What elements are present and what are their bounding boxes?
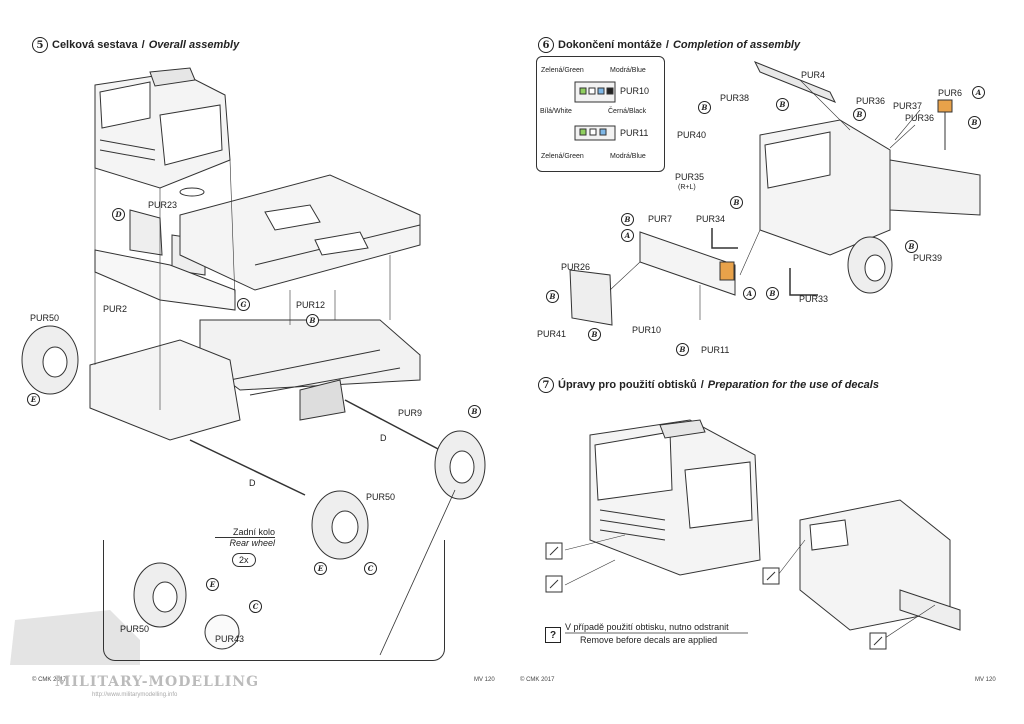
legend-pur10: PUR10 xyxy=(620,86,650,96)
decal-bumper-illustration xyxy=(799,499,961,631)
wheel-pur50-rear xyxy=(311,490,369,560)
glue-mark-b-11: B xyxy=(546,290,559,303)
label-pur35: PUR35 xyxy=(675,172,705,182)
label-pur37: PUR37 xyxy=(893,101,923,111)
footer-left-copyright: © CMK 2017 xyxy=(32,677,67,683)
glue-mark-b-10: B xyxy=(766,287,779,300)
label-pur26: PUR26 xyxy=(561,262,591,272)
rear-wheel-cz: Zadní kolo xyxy=(232,527,275,537)
glue-mark-c-1: C xyxy=(364,562,377,575)
legend-blue-2: Modrá/Blue xyxy=(610,153,646,160)
light-color-legend xyxy=(536,56,665,172)
label-pur10: PUR10 xyxy=(632,325,662,335)
section6-title-cz: Dokončení montáže xyxy=(558,39,662,51)
label-pur23: PUR23 xyxy=(148,200,178,210)
label-pur12: PUR12 xyxy=(296,300,326,310)
rear-wheel-inset xyxy=(103,540,445,661)
label-pur9: PUR9 xyxy=(398,408,423,418)
legend-black: Černá/Black xyxy=(608,108,647,115)
glue-mark-b-1: B xyxy=(306,314,319,327)
rear-wheel-en: Rear wheel xyxy=(215,537,275,548)
label-pur50-a: PUR50 xyxy=(30,313,60,323)
truck-illustration xyxy=(759,119,981,294)
wheel-pur50-front-right xyxy=(434,430,486,500)
section7-title-cz: Úpravy pro použití obtisků xyxy=(558,379,697,391)
legend-white: Bílá/White xyxy=(540,108,572,115)
glue-mark-e-3: E xyxy=(206,578,219,591)
label-pur4: PUR4 xyxy=(801,70,826,80)
legend-blue-1: Modrá/Blue xyxy=(610,67,646,74)
watermark-url: http://www.militarymodelling.info xyxy=(92,692,178,698)
label-pur34: PUR34 xyxy=(696,214,726,224)
label-pur41: PUR41 xyxy=(537,329,567,339)
label-pur38: PUR38 xyxy=(720,93,750,103)
label-pur36-a: PUR36 xyxy=(856,96,886,106)
section7-title-en: Preparation for the use of decals xyxy=(707,379,879,391)
section5-title-cz: Celková sestava xyxy=(52,39,138,51)
label-pur50-b: PUR50 xyxy=(366,492,396,502)
glue-mark-b-7: B xyxy=(730,196,743,209)
label-r-l: (R+L) xyxy=(678,184,696,191)
note-question-icon: ? xyxy=(545,627,561,643)
legend-pur11: PUR11 xyxy=(620,128,649,138)
footer-right-page: MV 120 xyxy=(975,677,996,683)
label-pur33: PUR33 xyxy=(799,294,829,304)
pur4-bar xyxy=(753,61,837,103)
glue-mark-a-2: A xyxy=(621,229,634,242)
label-pur39: PUR39 xyxy=(913,253,943,263)
section7-title: 7 Úpravy pro použití obtisků / Preparati… xyxy=(538,377,879,393)
wheel-pur50-left xyxy=(21,325,79,395)
label-d-1: D xyxy=(380,433,387,443)
wheel-rear-detail xyxy=(133,562,240,650)
note-text-cz: V případě použití obtisku, nutno odstran… xyxy=(565,622,729,632)
beacon-pur6 xyxy=(937,99,953,113)
glue-mark-b-2: B xyxy=(468,405,481,418)
glue-mark-g: G xyxy=(237,298,250,311)
steering-wheel xyxy=(179,187,205,197)
glue-mark-b-6: B xyxy=(968,116,981,129)
glue-mark-b-9: B xyxy=(905,240,918,253)
label-d-2: D xyxy=(249,478,256,488)
rear-wheel-caption: Zadní kolo Rear wheel xyxy=(215,527,275,548)
glue-mark-e-1: E xyxy=(27,393,40,406)
glue-mark-b-5: B xyxy=(853,108,866,121)
label-pur2: PUR2 xyxy=(103,304,128,314)
decal-cab-illustration xyxy=(589,419,761,576)
label-pur6: PUR6 xyxy=(938,88,963,98)
section6-title-en: Completion of assembly xyxy=(672,39,801,51)
cargo-bed-illustration xyxy=(179,174,421,291)
section5-number: 5 xyxy=(32,37,48,53)
chassis-illustration xyxy=(199,319,421,421)
legend-green-2: Zelená/Green xyxy=(541,153,584,160)
glue-mark-a-3: A xyxy=(743,287,756,300)
glue-mark-b-13: B xyxy=(676,343,689,356)
label-pur36-b: PUR36 xyxy=(905,113,935,123)
footer-left-page: MV 120 xyxy=(474,677,495,683)
glue-mark-b-12: B xyxy=(588,328,601,341)
section6-title: 6 Dokončení montáže / Completion of asse… xyxy=(538,37,800,53)
section6-number: 6 xyxy=(538,37,554,53)
label-pur43: PUR43 xyxy=(215,634,245,644)
glue-mark-c-2: C xyxy=(249,600,262,613)
glue-mark-b-4: B xyxy=(776,98,789,111)
section5-title-en: Overall assembly xyxy=(148,39,240,51)
section5-title: 5 Celková sestava / Overall assembly xyxy=(32,37,239,53)
glue-mark-d: D xyxy=(112,208,125,221)
section7-number: 7 xyxy=(538,377,554,393)
note-text-en: Remove before decals are applied xyxy=(580,635,718,645)
glue-mark-e-2: E xyxy=(314,562,327,575)
label-pur7: PUR7 xyxy=(648,214,673,224)
cab-illustration xyxy=(94,67,231,189)
glue-mark-a-1: A xyxy=(972,86,985,99)
watermark-logo: MILITARY-MODELLING xyxy=(55,674,260,690)
glue-mark-b-3: B xyxy=(698,101,711,114)
label-pur50-c: PUR50 xyxy=(120,624,150,634)
label-pur11: PUR11 xyxy=(701,345,730,355)
glue-mark-b-8: B xyxy=(621,213,634,226)
label-pur40: PUR40 xyxy=(677,130,707,140)
legend-green-1: Zelená/Green xyxy=(541,67,584,74)
footer-right-copyright: © CMK 2017 xyxy=(520,677,555,683)
rear-wheel-qty: 2x xyxy=(232,553,256,567)
